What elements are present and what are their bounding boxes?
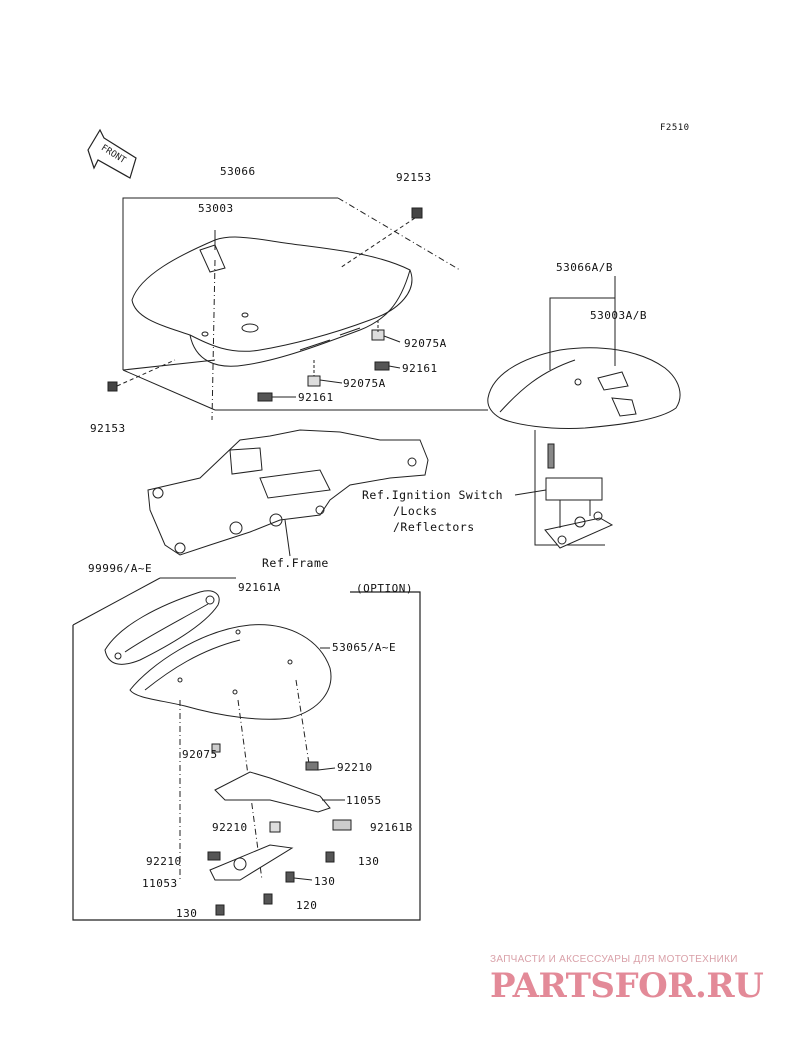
part-92210-label-1: 92210 xyxy=(337,761,373,774)
part-99996-label: 99996/A~E xyxy=(88,562,153,575)
part-53003ab-label: 53003A/B xyxy=(590,309,647,322)
part-53065-label: 53065/A~E xyxy=(332,641,397,654)
part-92161a-label: 92161A xyxy=(238,581,281,594)
watermark-logo: PARTSFOR.RU xyxy=(490,966,764,1006)
option-box xyxy=(72,577,421,921)
part-92153-left-label: 92153 xyxy=(90,422,126,435)
option-hardware-drawing xyxy=(207,743,352,916)
watermark-tagline: ЗАПЧАСТИ И АКСЕССУАРЫ ДЛЯ МОТОТЕХНИКИ xyxy=(490,954,738,965)
part-92161-label-2: 92161 xyxy=(298,391,334,404)
part-92161-label-1: 92161 xyxy=(402,362,438,375)
part-92075a-label-1: 92075A xyxy=(404,337,447,350)
part-53003-label: 53003 xyxy=(198,202,234,215)
part-92075-label: 92075 xyxy=(182,748,218,761)
damper-icons xyxy=(257,320,401,402)
part-92075a-label-2: 92075A xyxy=(343,377,386,390)
figure-code: F2510 xyxy=(660,123,690,133)
ref-locks: /Locks xyxy=(393,504,438,518)
ref-ignition-switch: Ref.Ignition Switch xyxy=(362,488,504,502)
part-92210-label-2: 92210 xyxy=(212,821,248,834)
seat-cowl-drawing xyxy=(487,347,681,429)
part-130-label-3: 130 xyxy=(176,907,198,920)
lock-bracket-drawing xyxy=(514,430,614,549)
front-arrow-icon: FRONT xyxy=(87,128,137,179)
part-92153-top-label: 92153 xyxy=(396,171,432,184)
part-92161b-label: 92161B xyxy=(370,821,413,834)
option-label: (OPTION) xyxy=(356,582,413,595)
part-53066ab-label: 53066A/B xyxy=(556,261,613,274)
option-cowl-drawing xyxy=(129,624,332,720)
grab-rail-drawing xyxy=(104,590,220,665)
bolt-icon xyxy=(107,207,423,392)
frame-bracket-drawing xyxy=(147,429,429,556)
part-92210-label-3: 92210 xyxy=(146,855,182,868)
part-130-label-2: 130 xyxy=(314,875,336,888)
part-130-label-1: 130 xyxy=(358,855,380,868)
part-120-label: 120 xyxy=(296,899,318,912)
ref-frame: Ref.Frame xyxy=(262,556,329,570)
part-53066-label: 53066 xyxy=(220,165,256,178)
main-seat-drawing xyxy=(131,236,413,367)
part-11055-label: 11055 xyxy=(346,794,382,807)
ref-reflectors: /Reflectors xyxy=(393,520,475,534)
part-11053-label: 11053 xyxy=(142,877,178,890)
